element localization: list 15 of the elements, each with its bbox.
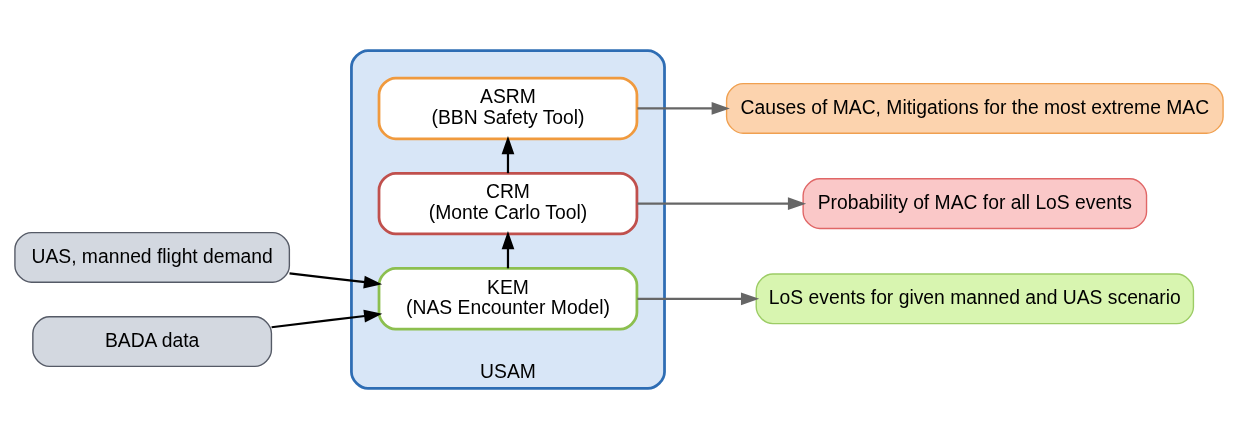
node-box: Probability of MAC for all LoS events xyxy=(802,178,1148,230)
node-box: CRM (Monte Carlo Tool) xyxy=(377,171,639,236)
node-box: BADA data xyxy=(32,316,273,368)
arrow xyxy=(501,135,515,174)
arrow xyxy=(271,309,383,329)
node-box: UAS, manned flight demand xyxy=(14,231,291,283)
arrow xyxy=(637,197,807,211)
node-box: ASRM (BBN Safety Tool) xyxy=(377,76,639,141)
arrow xyxy=(637,292,760,306)
node-box: LoS events for given manned and UAS scenario xyxy=(755,273,1195,325)
node-box: KEM (NAS Encounter Model) xyxy=(377,267,639,331)
arrow xyxy=(501,231,515,269)
arrow xyxy=(637,102,730,115)
node-box: Causes of MAC, Mitigations for the most extreme MAC xyxy=(725,82,1224,134)
arrow xyxy=(289,272,383,289)
